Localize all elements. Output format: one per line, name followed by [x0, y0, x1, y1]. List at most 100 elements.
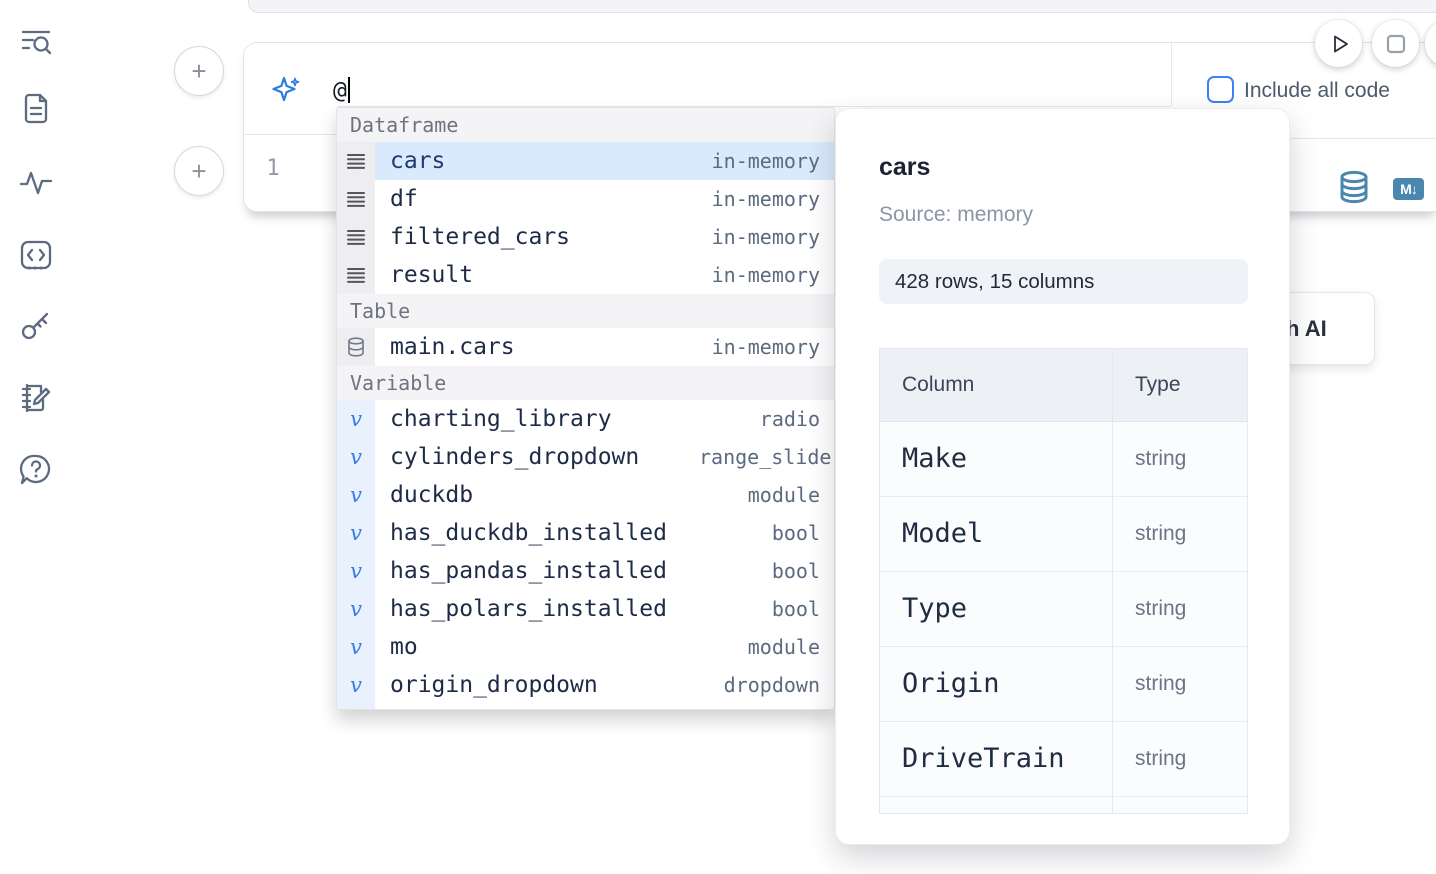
table-row: Origin string — [880, 647, 1247, 722]
item-icon-gutter: v — [337, 514, 375, 552]
item-name: result — [390, 262, 474, 288]
item-icon-gutter: v — [337, 628, 375, 666]
item-name: charting_library — [390, 406, 612, 432]
search-list-icon[interactable] — [17, 22, 55, 60]
autocomplete-item-pd[interactable]: vpdmodule — [337, 704, 834, 709]
variable-icon: v — [350, 634, 362, 659]
variable-icon: v — [350, 672, 362, 697]
autocomplete-item-cars[interactable]: cars in-memory — [337, 142, 834, 180]
database-icon — [348, 337, 364, 357]
item-name: has_pandas_installed — [390, 558, 667, 584]
rows-icon — [347, 191, 365, 207]
item-type: in-memory — [711, 149, 820, 173]
column-type-cell: string — [1135, 672, 1187, 695]
code-snippet-icon[interactable] — [17, 236, 55, 274]
column-type-cell: string — [1135, 747, 1187, 770]
table-row — [880, 797, 1247, 813]
item-type: module — [747, 483, 820, 507]
ai-button-text: h AI — [1286, 316, 1327, 341]
ai-sparkle-icon — [270, 75, 302, 107]
add-cell-below-button[interactable]: + — [174, 146, 224, 196]
line-number: 1 — [266, 156, 280, 181]
item-type: dropdown — [723, 673, 820, 697]
item-name: has_polars_installed — [390, 596, 667, 622]
database-action-icon[interactable] — [1338, 170, 1370, 204]
item-type: in-memory — [711, 335, 820, 359]
text-cursor — [347, 77, 350, 103]
item-icon-gutter — [337, 218, 375, 256]
run-cell-button[interactable] — [1315, 20, 1362, 67]
column-type-cell — [1113, 797, 1247, 813]
preview-source: Source: memory — [879, 203, 1034, 226]
stop-button[interactable] — [1372, 20, 1419, 67]
autocomplete-item-filtered_cars[interactable]: filtered_cars in-memory — [337, 218, 834, 256]
divider — [244, 134, 337, 135]
more-actions-button[interactable] — [1425, 20, 1436, 67]
variable-icon: v — [350, 520, 362, 545]
variable-icon: v — [350, 444, 362, 469]
item-type: module — [708, 704, 820, 709]
autocomplete-item-origin_dropdown[interactable]: v origin_dropdown dropdown — [337, 666, 834, 704]
column-name-cell: DriveTrain — [880, 722, 1113, 796]
document-icon[interactable] — [17, 91, 55, 129]
ai-prompt-value: @ — [333, 78, 347, 104]
column-name-cell — [880, 797, 1113, 813]
variable-icon: v — [350, 558, 362, 583]
autocomplete-section-header: Table — [337, 294, 834, 328]
divider — [1171, 43, 1172, 106]
rows-icon — [347, 267, 365, 283]
item-icon-gutter — [337, 256, 375, 294]
item-icon-gutter — [337, 328, 375, 366]
column-type-cell: string — [1135, 522, 1187, 545]
help-chat-icon[interactable] — [17, 451, 55, 489]
item-main: charting_library radio — [375, 400, 834, 438]
add-cell-above-button[interactable]: + — [174, 46, 224, 96]
item-type: in-memory — [711, 225, 820, 249]
column-header: Column — [880, 349, 1113, 421]
item-main: pdmodule — [375, 704, 834, 709]
item-icon-gutter: v — [337, 666, 375, 704]
markdown-convert-icon[interactable]: M↓ — [1393, 178, 1424, 200]
ai-prompt-input[interactable]: @ — [333, 76, 350, 106]
item-icon-gutter: v — [337, 704, 375, 709]
autocomplete-section-header: Variable — [337, 366, 834, 400]
item-main: filtered_cars in-memory — [375, 218, 834, 256]
include-all-code-label: Include all code — [1244, 79, 1390, 102]
previous-cell-edge — [248, 0, 1436, 13]
item-name: origin_dropdown — [390, 672, 598, 698]
item-name: has_duckdb_installed — [390, 520, 667, 546]
table-header-row: Column Type — [880, 349, 1247, 422]
scratchpad-icon[interactable] — [17, 379, 55, 417]
activity-icon[interactable] — [17, 164, 55, 202]
include-all-code-checkbox[interactable] — [1207, 76, 1234, 103]
item-name: cars — [390, 148, 446, 174]
item-icon-gutter: v — [337, 552, 375, 590]
item-name: filtered_cars — [390, 224, 571, 250]
key-icon[interactable] — [17, 307, 55, 345]
generate-with-ai-button[interactable]: h AI — [1277, 292, 1375, 365]
preview-title: cars — [879, 153, 931, 181]
item-type: module — [747, 635, 820, 659]
column-name-cell: Origin — [880, 647, 1113, 721]
item-type: radio — [759, 407, 820, 431]
